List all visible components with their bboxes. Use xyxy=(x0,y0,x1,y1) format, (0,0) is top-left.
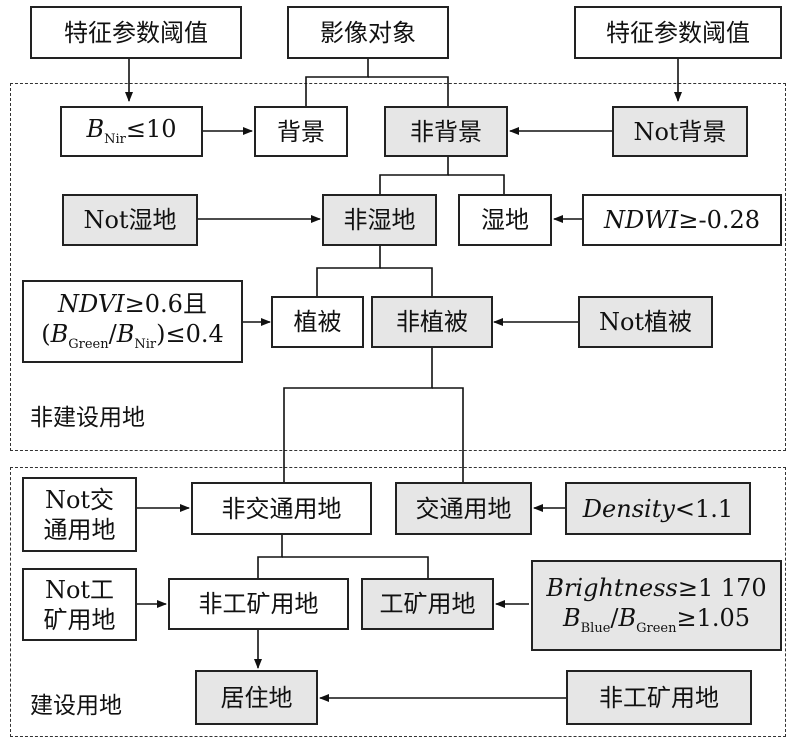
blue-b2: B xyxy=(618,604,637,633)
brightness-condition-box: Brightness≥1 170 BBlue/BGreen≥1.05 xyxy=(531,560,782,651)
construction-label: 建设用地 xyxy=(30,693,122,719)
bnir-condition-text: BNir≤10 xyxy=(86,114,176,148)
brightness-line1: Brightness≥1 170 xyxy=(546,573,766,603)
residential-box: 居住地 xyxy=(195,670,318,725)
non-construction-label: 非建设用地 xyxy=(30,405,145,431)
not-industrial-line2: 矿用地 xyxy=(43,605,116,634)
ratio-b1: B xyxy=(50,320,69,349)
wetland-label: 湿地 xyxy=(481,206,529,234)
background-label: 背景 xyxy=(277,117,325,146)
ratio-sub1: Green xyxy=(68,337,109,353)
blue-sub1: Blue xyxy=(580,621,611,637)
threshold-left-label: 特征参数阈值 xyxy=(64,18,208,47)
brightness-line2: BBlue/BGreen≥1.05 xyxy=(563,603,750,637)
non-industrial-right-label: 非工矿用地 xyxy=(599,683,719,712)
vegetation-box: 植被 xyxy=(271,296,364,348)
not-industrial-line1: Not工 xyxy=(44,575,115,604)
not-industrial-box: Not工 矿用地 xyxy=(22,568,137,641)
ndwi-var: NDWI xyxy=(603,206,679,234)
ratio-rest: )≤0.4 xyxy=(156,320,224,349)
bnir-var: B xyxy=(86,115,105,144)
non-vegetation-label: 非植被 xyxy=(396,308,468,336)
bnir-rest: ≤10 xyxy=(125,115,177,144)
density-rest: <1.1 xyxy=(674,494,734,523)
not-vegetation-box: Not植被 xyxy=(578,296,713,348)
non-wetland-label: 非湿地 xyxy=(343,206,416,234)
bnir-condition-box: BNir≤10 xyxy=(60,106,203,157)
connector-nonwet-split xyxy=(316,245,381,296)
non-industrial-label: 非工矿用地 xyxy=(198,590,319,618)
residential-label: 居住地 xyxy=(220,683,293,712)
not-background-label: Not背景 xyxy=(633,117,727,146)
density-condition-box: Density<1.1 xyxy=(565,482,751,535)
connector-nonbg-split xyxy=(379,157,449,194)
industrial-box: 工矿用地 xyxy=(361,578,494,630)
density-var: Density xyxy=(582,494,675,523)
connector-nontrans-split xyxy=(257,535,283,578)
ndwi-condition-text: NDWI≥-0.28 xyxy=(604,205,760,235)
ratio-sub2: Nir xyxy=(134,337,157,353)
not-wetland-box: Not湿地 xyxy=(62,194,198,246)
bnir-sub: Nir xyxy=(104,132,126,148)
threshold-right-label: 特征参数阈值 xyxy=(606,18,750,47)
non-transport-box: 非交通用地 xyxy=(191,482,372,535)
ndvi-condition-line2: (BGreen/BNir)≤0.4 xyxy=(41,319,224,353)
connector-image-split-right xyxy=(368,76,449,106)
ratio-b2: B xyxy=(116,320,135,349)
transport-box: 交通用地 xyxy=(395,482,532,535)
ratio-slash: / xyxy=(108,320,117,349)
connector-nonwet-split-right xyxy=(380,267,433,296)
non-construction-region xyxy=(10,83,786,451)
not-wetland-label: Not湿地 xyxy=(83,206,177,234)
not-transport-line1: Not交 xyxy=(44,485,115,514)
non-background-box: 非背景 xyxy=(384,106,508,157)
threshold-right-box: 特征参数阈值 xyxy=(574,6,782,59)
vegetation-label: 植被 xyxy=(293,308,342,336)
non-vegetation-box: 非植被 xyxy=(371,296,493,348)
not-transport-box: Not交 通用地 xyxy=(22,477,137,552)
ndwi-condition-box: NDWI≥-0.28 xyxy=(582,194,782,246)
construction-region xyxy=(10,467,786,737)
not-background-box: Not背景 xyxy=(612,106,748,157)
industrial-label: 工矿用地 xyxy=(379,590,476,618)
not-vegetation-label: Not植被 xyxy=(598,308,693,336)
blue-rest: ≥1.05 xyxy=(676,604,751,633)
ndvi-var: NDVI xyxy=(58,290,125,319)
wetland-box: 湿地 xyxy=(458,194,552,246)
non-transport-label: 非交通用地 xyxy=(221,494,342,523)
connector-nonveg-split-right xyxy=(432,387,464,482)
density-condition-text: Density<1.1 xyxy=(583,494,733,524)
threshold-left-box: 特征参数阈值 xyxy=(30,6,242,59)
ratio-open: ( xyxy=(41,320,51,349)
not-transport-line2: 通用地 xyxy=(43,515,116,544)
ndvi-condition-line1: NDVI≥0.6且 xyxy=(58,289,207,319)
blue-b1: B xyxy=(562,604,581,633)
brightness-var: Brightness xyxy=(546,574,678,603)
blue-slash: / xyxy=(610,604,619,633)
blue-sub2: Green xyxy=(636,621,677,637)
non-industrial-box: 非工矿用地 xyxy=(168,578,349,630)
ndvi-condition-box: NDVI≥0.6且 (BGreen/BNir)≤0.4 xyxy=(22,280,243,363)
non-industrial-right-box: 非工矿用地 xyxy=(566,670,752,725)
background-box: 背景 xyxy=(254,106,348,157)
connector-nonveg-split xyxy=(283,348,433,482)
image-object-label: 影像对象 xyxy=(320,18,416,47)
connector-image-split xyxy=(305,59,369,106)
image-object-box: 影像对象 xyxy=(287,6,449,59)
brightness-rest: ≥1 170 xyxy=(677,574,767,603)
transport-label: 交通用地 xyxy=(415,494,512,523)
connector-nontrans-split-right xyxy=(282,556,429,578)
non-wetland-box: 非湿地 xyxy=(322,194,437,246)
non-background-label: 非背景 xyxy=(410,117,482,146)
ndwi-rest: ≥-0.28 xyxy=(678,206,761,234)
connector-nonbg-split-right xyxy=(448,174,505,194)
ndvi-rest: ≥0.6且 xyxy=(124,290,207,319)
